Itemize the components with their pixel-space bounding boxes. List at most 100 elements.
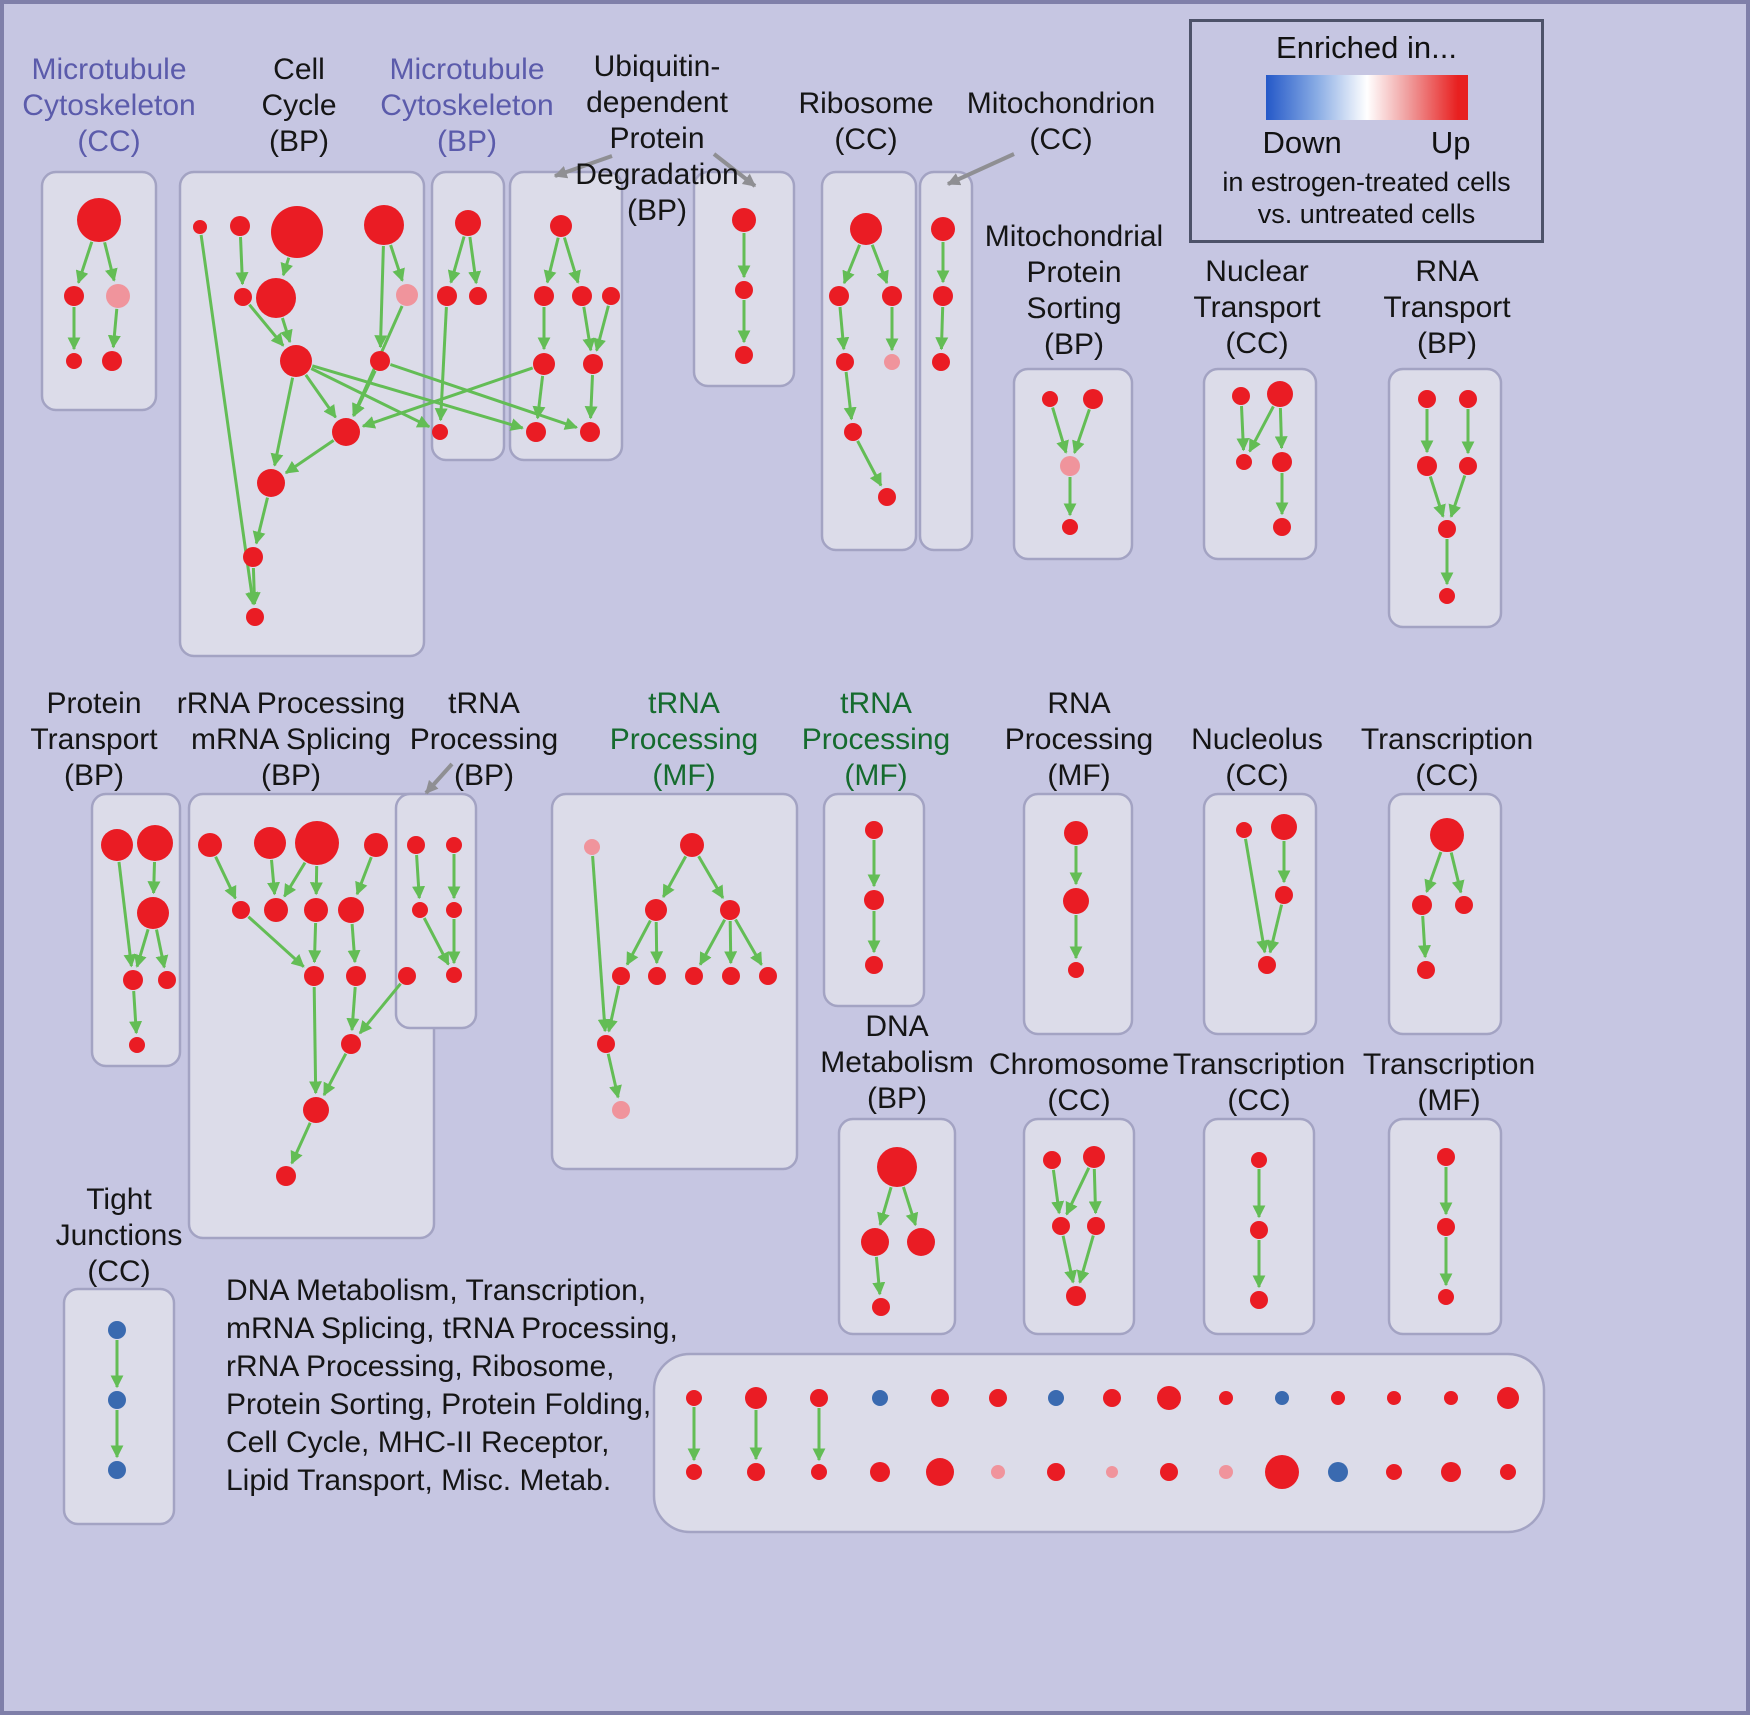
- edge-arrow: [247, 915, 305, 968]
- graph-node: [102, 351, 122, 371]
- edge-arrow: [836, 306, 850, 351]
- edge-arrow: [280, 317, 293, 344]
- graph-node: [882, 286, 902, 306]
- edge-arrow: [1449, 852, 1465, 894]
- graph-node: [1412, 895, 1432, 915]
- edge-arrow: [103, 241, 118, 282]
- edge-arrow: [389, 244, 405, 282]
- edge-arrow: [252, 497, 269, 545]
- graph-node: [370, 351, 390, 371]
- graph-node: [254, 827, 286, 859]
- edge-arrow: [447, 236, 466, 284]
- edge-arrow: [650, 921, 664, 965]
- graph-node: [364, 833, 388, 857]
- graph-node: [304, 966, 324, 986]
- graph-node: [1441, 1462, 1461, 1482]
- graph-node: [1083, 389, 1103, 409]
- graph-node: [1439, 588, 1455, 604]
- graph-node: [735, 346, 753, 364]
- cluster-box-nucleolus-cc: [1202, 792, 1318, 1036]
- graph-node: [747, 1463, 765, 1481]
- graph-node: [1103, 1389, 1121, 1407]
- graph-node: [1331, 1391, 1345, 1405]
- graph-node: [907, 1228, 935, 1256]
- graph-node: [584, 839, 600, 855]
- edge-arrow: [412, 854, 426, 900]
- graph-node: [933, 286, 953, 306]
- edge-arrow: [308, 922, 322, 964]
- graph-node: [77, 198, 121, 242]
- edge-arrow: [134, 928, 150, 968]
- graph-node: [137, 825, 173, 861]
- graph-node: [931, 217, 955, 241]
- graph-node: [412, 902, 428, 918]
- graph-node: [1048, 1390, 1064, 1406]
- legend-gradient-bar: [1265, 75, 1468, 120]
- edge-arrow: [1072, 408, 1091, 455]
- edge-arrow: [270, 377, 295, 467]
- graph-node: [850, 213, 882, 245]
- graph-node: [680, 833, 704, 857]
- graph-node: [810, 1389, 828, 1407]
- graph-node: [341, 1034, 361, 1054]
- graph-node: [686, 1464, 702, 1480]
- graph-node: [597, 1035, 615, 1053]
- graph-node: [844, 423, 862, 441]
- graph-node: [101, 829, 133, 861]
- edge-arrow: [107, 308, 121, 349]
- graph-node: [234, 288, 252, 306]
- edge-arrow: [214, 856, 237, 900]
- edge-arrow: [422, 917, 450, 966]
- graph-node: [1444, 1391, 1458, 1405]
- graph-node: [580, 422, 600, 442]
- graph-node: [264, 898, 288, 922]
- graph-node: [872, 1298, 890, 1316]
- edge-arrow: [1236, 405, 1250, 452]
- cluster-box-trna-processing-bp: [394, 792, 478, 1030]
- graph-node: [1275, 886, 1293, 904]
- graph-node: [256, 278, 296, 318]
- legend: Enriched in... Down Up in estrogen-treat…: [1189, 19, 1544, 243]
- edge-arrow: [697, 855, 725, 900]
- graph-node: [158, 971, 176, 989]
- graph-node: [1087, 1217, 1105, 1235]
- graph-node: [108, 1391, 126, 1409]
- graph-node: [534, 286, 554, 306]
- legend-endpoints: Down Up: [1263, 125, 1471, 161]
- edge-arrow: [346, 986, 360, 1032]
- graph-node: [303, 1097, 329, 1123]
- graph-node: [1068, 962, 1084, 978]
- cluster-box-ubiquitin-degradation-bp-2: [692, 170, 796, 388]
- edge-arrow: [562, 237, 581, 284]
- graph-node: [1251, 1152, 1267, 1168]
- edge-arrow: [582, 306, 596, 352]
- graph-node: [1271, 814, 1297, 840]
- graph-node: [1438, 520, 1456, 538]
- graph-node: [1052, 1217, 1070, 1235]
- graph-node: [583, 354, 603, 374]
- cluster-box-microtubule-cytoskeleton-cc: [40, 170, 158, 412]
- graph-node: [1043, 1151, 1061, 1169]
- graph-node: [243, 547, 263, 567]
- graph-node: [1060, 456, 1080, 476]
- graph-node: [1387, 1391, 1401, 1405]
- graph-node: [745, 1387, 767, 1409]
- edge-arrow: [1076, 1235, 1095, 1284]
- graph-node: [1063, 888, 1089, 914]
- edge-arrow: [625, 919, 652, 966]
- graph-node: [829, 286, 849, 306]
- edge-arrow: [734, 918, 763, 966]
- misc-box-label: DNA Metabolism, Transcription, mRNA Spli…: [226, 1274, 678, 1497]
- graph-node: [1417, 961, 1435, 979]
- graph-node: [861, 1228, 889, 1256]
- edge-arrow: [361, 366, 534, 429]
- graph-node: [612, 967, 630, 985]
- edge-arrow: [870, 244, 889, 285]
- graph-node: [878, 488, 896, 506]
- graph-node: [932, 353, 950, 371]
- graph-node: [1236, 454, 1252, 470]
- cluster-box-nuclear-transport-cc: [1202, 367, 1318, 561]
- graph-node: [332, 418, 360, 446]
- graph-node: [1497, 1387, 1519, 1409]
